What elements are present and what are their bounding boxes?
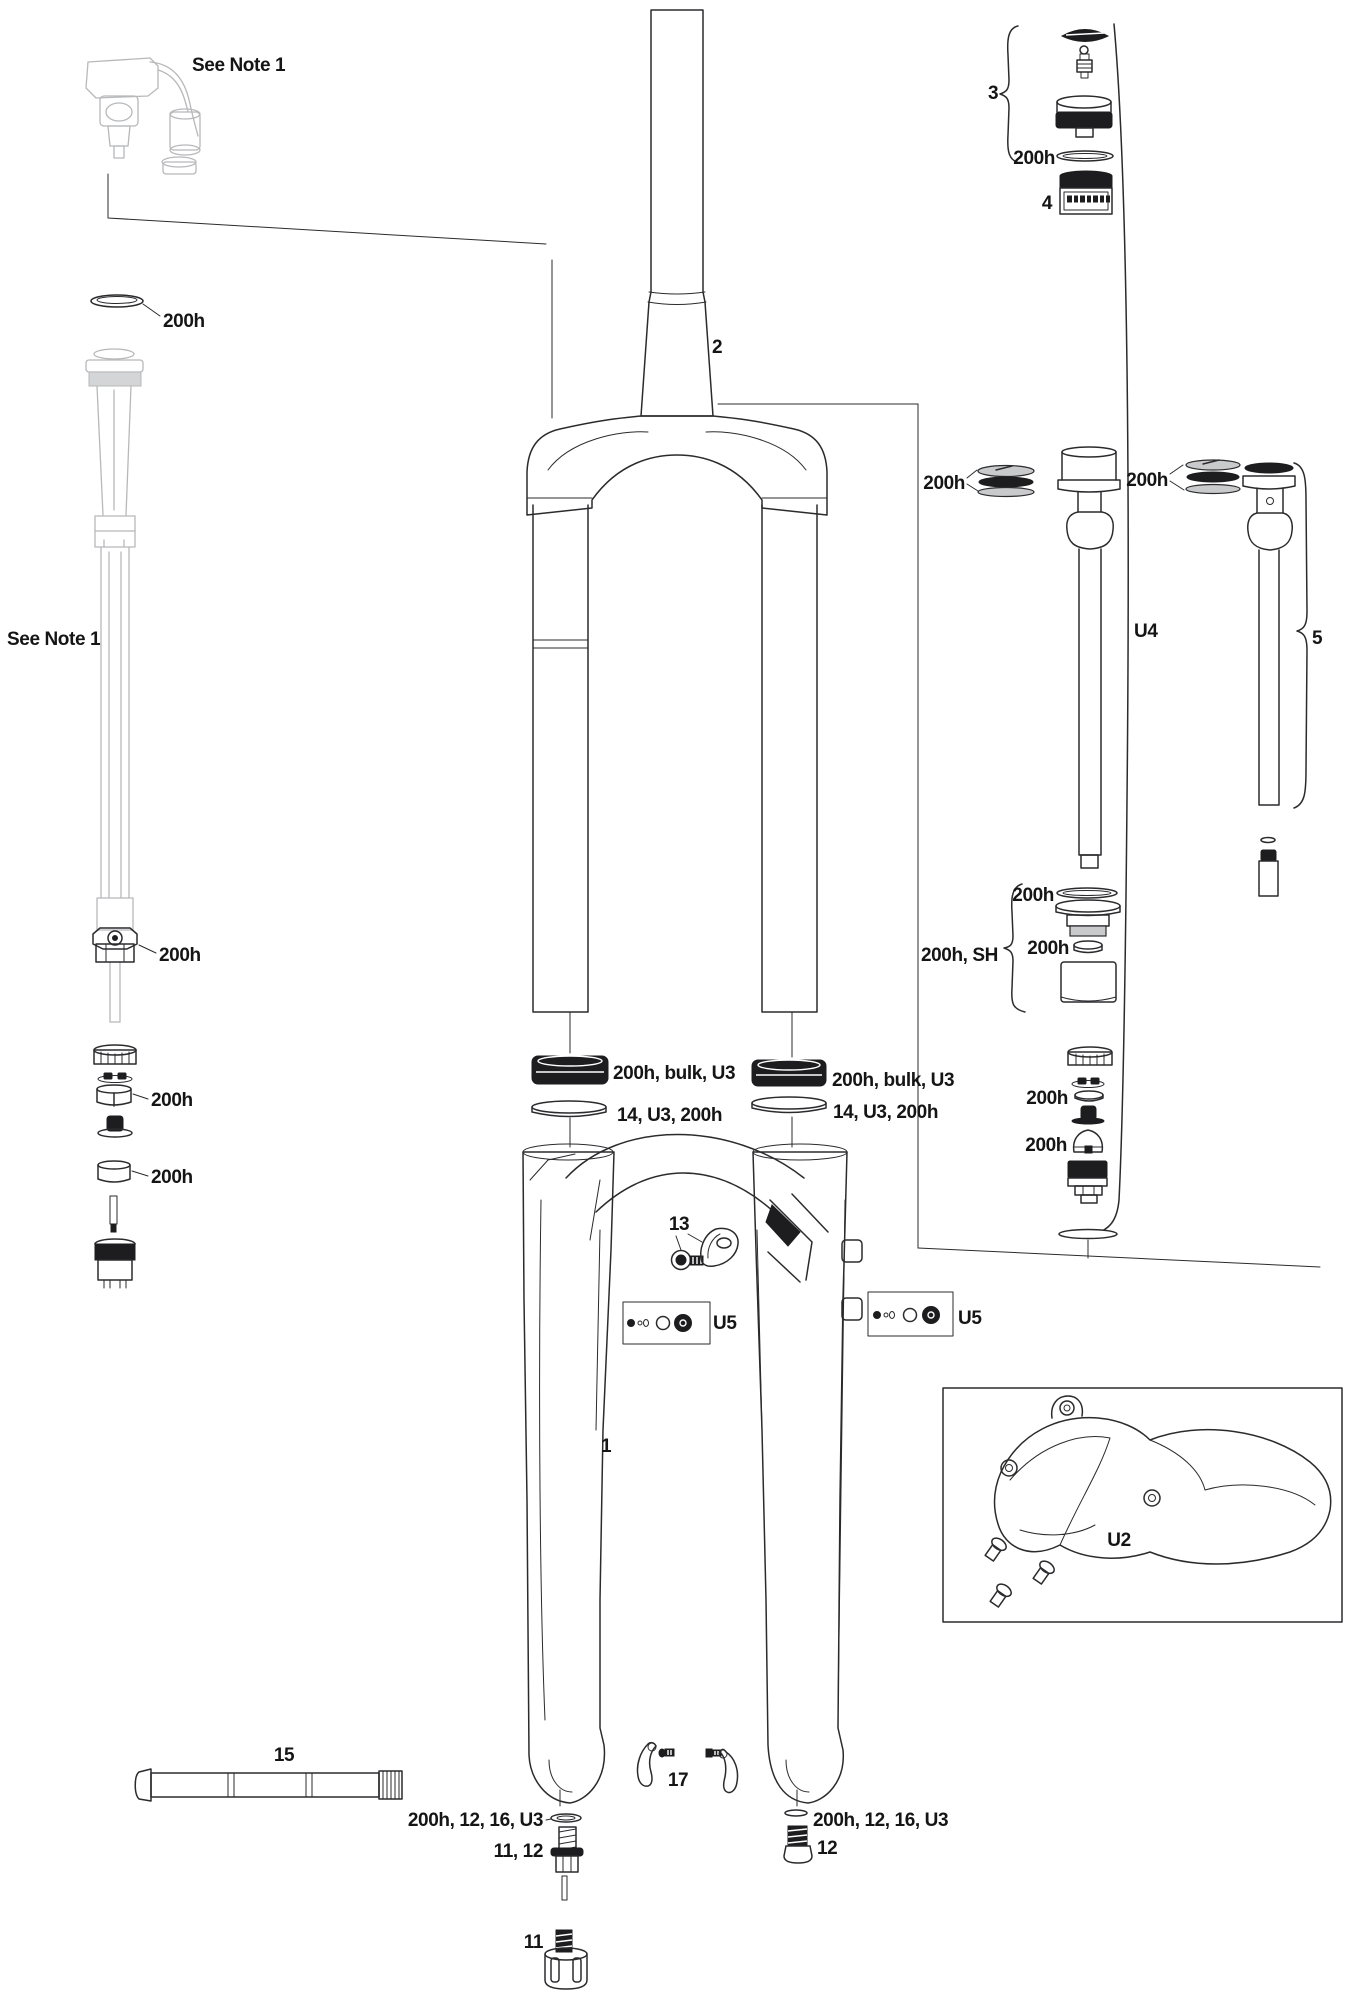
damper-u4-rings-label: 200h [923,473,965,494]
air-shaft-collar-label: 200h [159,945,201,966]
fender-kit-box-drawing [942,1387,1343,1623]
rebound-knob-label: 11 [524,1932,544,1953]
see-note-1-top-label: See Note 1 [192,55,286,76]
service-kit-left-label: U5 [713,1313,737,1334]
rebound-washer-label: 200h [1026,1088,1068,1109]
fender-kit-label: U2 [1107,1530,1131,1551]
damper-5-drawing [1169,459,1308,897]
service-kit-right-label: U5 [958,1308,982,1329]
fender-bolt-kit-drawing [670,1227,739,1271]
air-topcap-nut-label: 200h [151,1090,193,1111]
crown-steerer-label: 2 [712,337,722,358]
top-cap-oring-label: 200h [1013,148,1055,169]
air-valve-cylinder-label: 200h [151,1167,193,1188]
rebound-damper-stack-drawing [1067,1046,1113,1204]
maxle-label: 15 [274,1745,295,1766]
dust-seal-left-label: 200h, bulk, U3 [613,1063,735,1084]
crown-steerer-drawing [526,9,828,516]
rebound-foam-label: 200h [1025,1135,1067,1156]
top-cap-group-drawing [999,25,1114,215]
remote-lockout-ghost-drawing [85,57,201,175]
sensor-clip-kit-label: 17 [668,1770,688,1791]
foot-washer-right-label: 200h, 12, 16, U3 [813,1810,948,1831]
service-kit-left-drawing [622,1301,711,1345]
air-valve-parts-stack [93,1044,137,1289]
foot-bolt-right-label: 12 [817,1838,837,1859]
stanchion-tubes-drawing [532,504,818,1013]
steerer-oring-label: 200h [163,311,205,332]
top-cap-group-label: 3 [988,83,998,104]
seal-head-group-drawing [1003,883,1121,1013]
foot-washer-left-label: 200h, 12, 16, U3 [408,1810,543,1831]
sealhead-oring-label: 200h [1012,885,1054,906]
air-shaft-ghost-drawing [85,294,144,1023]
grease-tub-label: 4 [1042,193,1053,214]
lower-legs-drawing [522,1133,863,1807]
sealhead-glide-ring-label: 200h [1027,938,1069,959]
damper-u4-label: U4 [1134,621,1158,642]
dust-seal-right-label: 200h, bulk, U3 [832,1070,954,1091]
lower-leg-label: 1 [601,1436,612,1457]
see-note-1-left-label: See Note 1 [7,629,101,650]
damper-5-label: 5 [1312,628,1323,649]
foam-ring-left-drawing [531,1100,607,1118]
dust-seal-right-drawing [751,1059,827,1087]
foam-ring-right-drawing [751,1096,827,1114]
foot-bolt-left-label: 11, 12 [494,1841,543,1862]
maxle-axle-drawing [134,1768,403,1802]
foam-ring-right-label: 14, U3, 200h [833,1102,938,1123]
sealhead-group-label: 200h, SH [921,945,998,966]
sensor-clip-kit-drawing [636,1741,739,1794]
foot-hardware-left-drawing [544,1813,588,1990]
service-kit-right-drawing [867,1291,954,1337]
air-shaft-foot-nut [92,927,138,963]
foot-hardware-right-drawing [783,1809,813,1864]
reference-lines [107,23,1321,1268]
foam-ring-left-label: 14, U3, 200h [617,1105,722,1126]
fender-bolt-kit-label: 13 [669,1214,689,1235]
damper-5-rings-label: 200h [1126,470,1168,491]
dust-seal-left-drawing [531,1055,609,1085]
damper-u4-drawing [966,446,1121,869]
